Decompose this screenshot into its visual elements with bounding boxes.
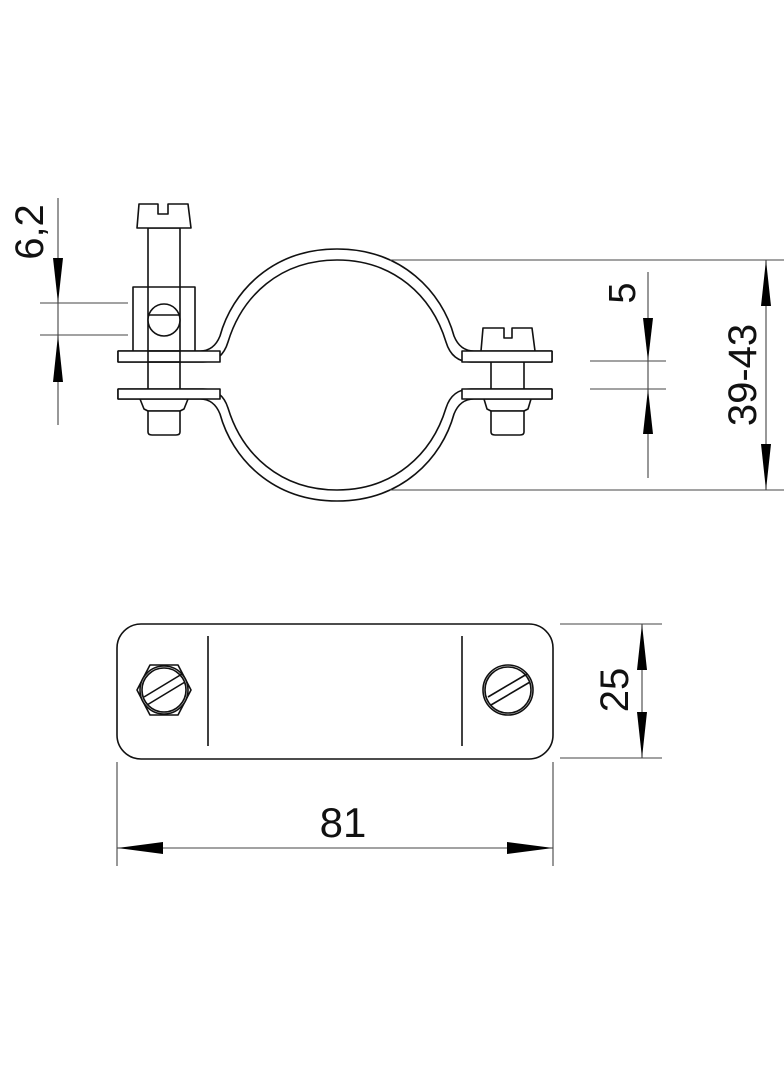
arrow-down-icon: [643, 318, 653, 361]
dimension-label-screw-gap: 6,2: [8, 204, 52, 260]
left-screw-assembly: [132, 203, 196, 436]
arrow-down-icon: [761, 444, 771, 490]
left-lower-flange: [117, 388, 221, 400]
hex-screw-icon: [136, 664, 192, 716]
dimension-flange-gap: 5: [590, 272, 666, 478]
arrow-up-icon: [761, 260, 771, 306]
dimension-label-flange-gap: 5: [602, 282, 644, 303]
arrow-left-icon: [117, 842, 163, 854]
right-screw-assembly: [480, 327, 536, 436]
dimension-pipe-diameter: 39-43: [390, 259, 784, 491]
front-view: 6,2 5 39-43: [8, 198, 784, 502]
arrow-right-icon: [507, 842, 553, 854]
slotted-screw-icon: [482, 664, 534, 716]
arrow-up-icon: [643, 389, 653, 434]
dimension-label-pipe-diameter: 39-43: [721, 324, 765, 426]
dimension-label-length: 81: [320, 799, 367, 846]
top-view: 25 81: [116, 623, 662, 866]
arrow-up-icon: [637, 624, 647, 670]
arrow-down-icon: [637, 712, 647, 758]
clamp-plate: [116, 623, 554, 760]
arrow-up-icon: [53, 335, 63, 382]
dimension-width: 25: [560, 623, 662, 759]
screw-head-icon: [136, 203, 192, 229]
dimension-length: 81: [116, 762, 554, 866]
dimension-label-width: 25: [593, 668, 637, 713]
right-upper-flange: [461, 350, 553, 363]
right-lower-flange: [461, 388, 553, 400]
dimension-screw-gap: 6,2: [8, 198, 128, 425]
arrow-down-icon: [53, 258, 63, 303]
left-upper-flange: [117, 350, 221, 363]
screw-head-icon: [480, 327, 536, 352]
